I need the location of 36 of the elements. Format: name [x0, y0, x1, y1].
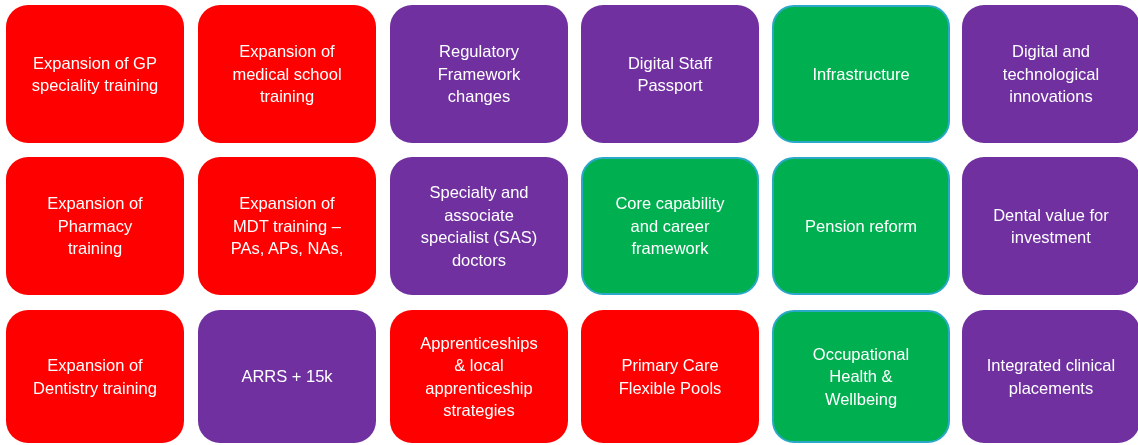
topic-card — [6, 310, 184, 443]
topic-card — [198, 310, 376, 443]
card-text: Expansion of MDT training – PAs, APs, NAs, — [229, 193, 345, 260]
card-text: Specialty and associate specialist (SAS) doctors — [419, 182, 539, 271]
topic-card — [6, 157, 184, 295]
card-text: Apprenticeships & local apprenticeship strategies — [419, 332, 539, 421]
topic-card — [390, 157, 568, 295]
topic-card — [772, 310, 950, 443]
card-text: Dental value for investment — [992, 204, 1110, 248]
topic-card — [198, 157, 376, 295]
card-text: Occupational Health & Wellbeing — [811, 343, 911, 410]
card-text: Expansion of Pharmacy training — [46, 193, 144, 260]
topic-card — [772, 157, 950, 295]
topic-card — [6, 5, 184, 143]
topic-card — [772, 5, 950, 143]
card-text: Regulatory Framework changes — [436, 41, 522, 108]
card-text: ARRS + 15k — [241, 366, 333, 388]
card-text: Infrastructure — [812, 63, 910, 85]
card-text: Pension reform — [805, 215, 917, 237]
card-text: Expansion of GP speciality training — [30, 52, 160, 96]
topic-card — [390, 310, 568, 443]
topic-card — [581, 5, 759, 143]
topic-card — [962, 5, 1138, 143]
card-text: Digital and technological innovations — [1001, 41, 1101, 108]
card-text: Digital Staff Passport — [626, 52, 714, 96]
card-text: Expansion of medical school training — [231, 41, 343, 108]
card-text: Integrated clinical placements — [986, 355, 1116, 399]
topic-card — [962, 157, 1138, 295]
topic-card — [198, 5, 376, 143]
topic-card — [581, 157, 759, 295]
card-text: Primary Care Flexible Pools — [617, 355, 723, 399]
card-text: Core capability and career framework — [614, 193, 726, 260]
topic-card — [390, 5, 568, 143]
topic-card — [581, 310, 759, 443]
card-text: Expansion of Dentistry training — [32, 355, 158, 399]
topic-card — [962, 310, 1138, 443]
